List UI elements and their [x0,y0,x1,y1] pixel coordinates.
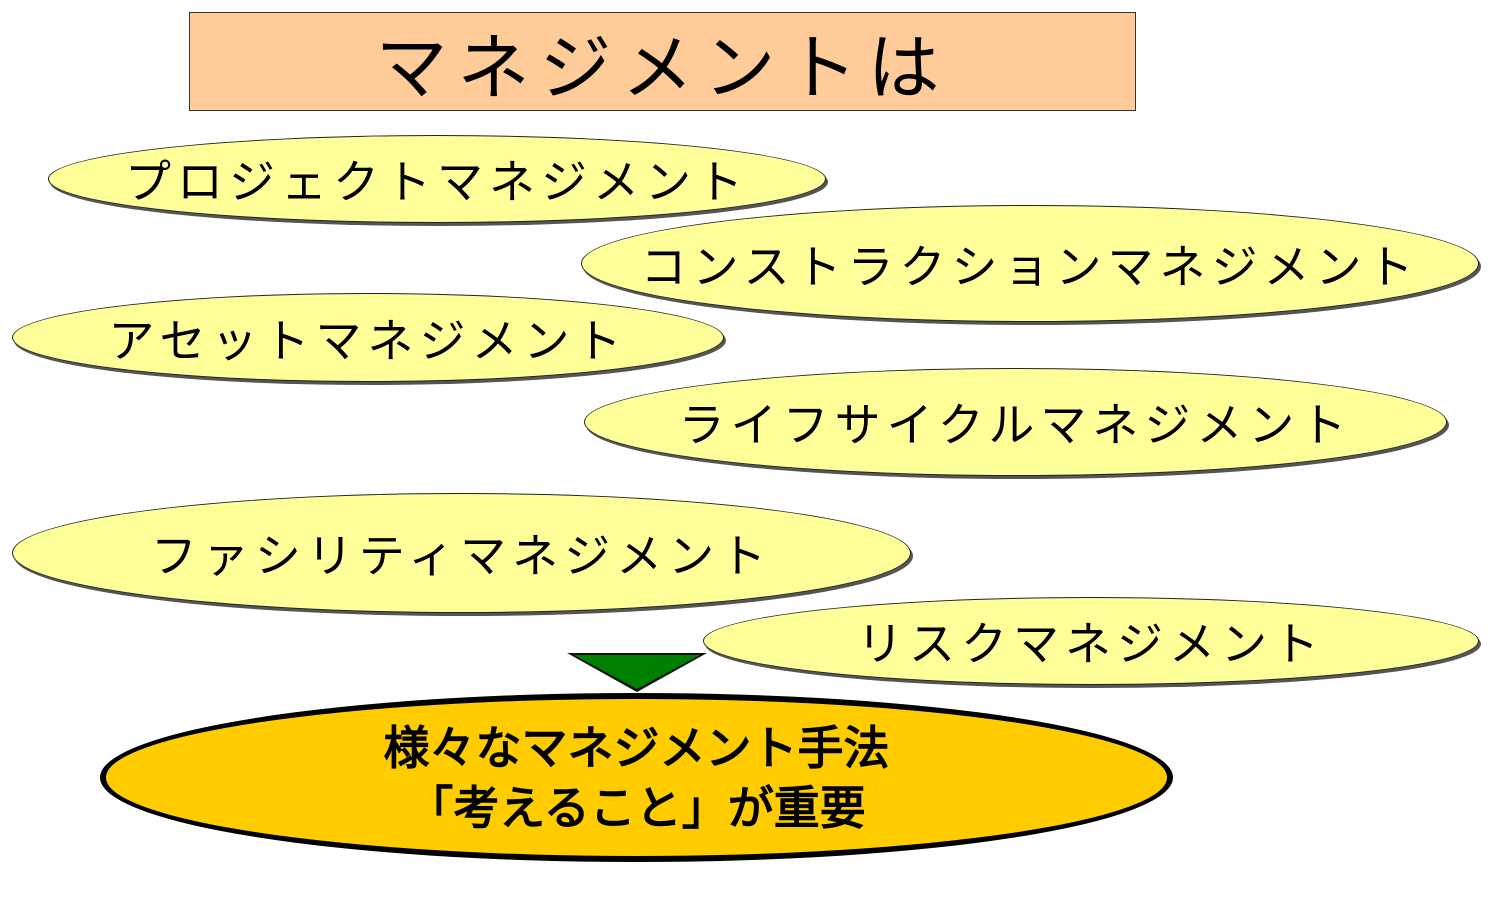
title-box: マネジメントは [189,12,1136,111]
conclusion-ellipse: 様々なマネジメント手法 「考えること」が重要 [100,693,1173,862]
item-construction-management: コンストラクションマネジメント [581,205,1479,322]
item-lifecycle-management: ライフサイクルマネジメント [584,368,1447,476]
item-risk-management: リスクマネジメント [703,597,1479,685]
item-project-management: プロジェクトマネジメント [48,135,826,223]
conclusion-line-1: 様々なマネジメント手法 [383,720,890,775]
conclusion-line-2: 「考えること」が重要 [407,780,866,835]
item-facility-management: ファシリティマネジメント [12,493,911,613]
down-triangle-icon [574,655,700,689]
item-asset-management: アセットマネジメント [12,293,724,382]
